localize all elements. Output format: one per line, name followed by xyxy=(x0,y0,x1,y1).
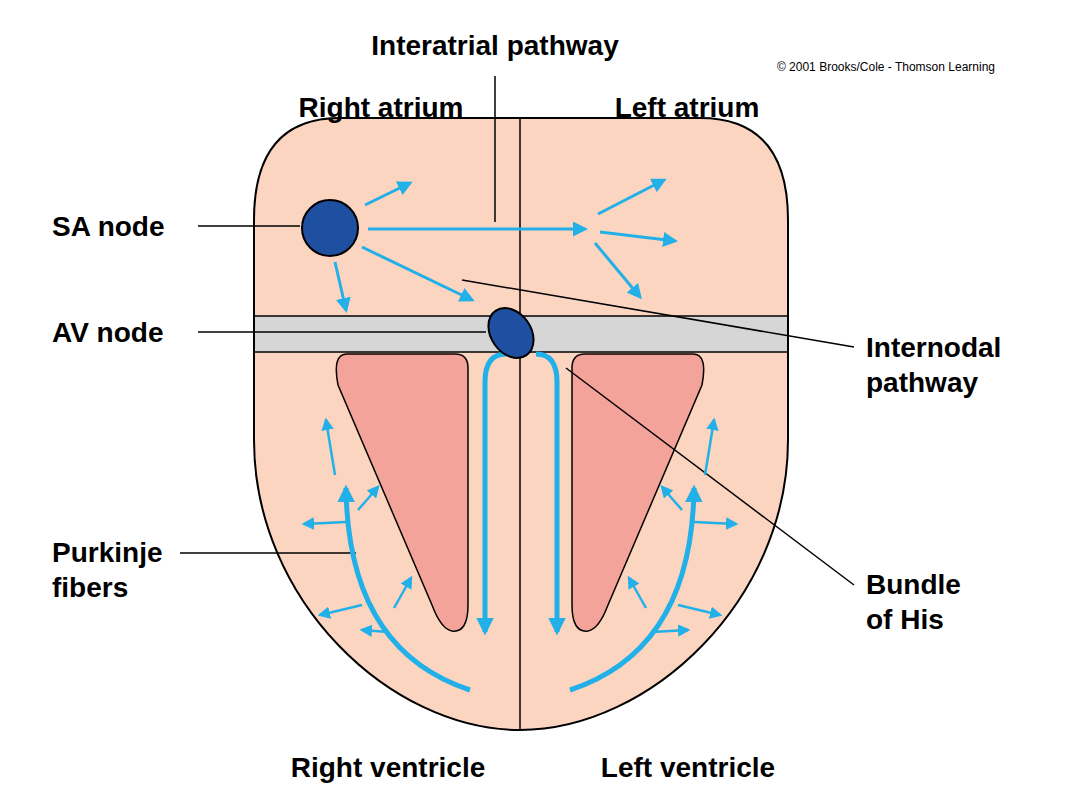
chamber-label: Left ventricle xyxy=(601,750,775,785)
fiber-label: Purkinje fibers xyxy=(52,535,202,605)
leader-lines xyxy=(180,76,854,585)
av-node xyxy=(479,299,543,366)
purkinje-arrows xyxy=(304,420,736,632)
chamber-label: Right atrium xyxy=(299,90,464,125)
pathway-label: Internodal pathway xyxy=(866,330,1056,400)
copyright-note: © 2001 Brooks/Cole - Thomson Learning xyxy=(777,60,995,74)
bundle-label: Bundle of His xyxy=(866,567,984,637)
chamber-label: Left atrium xyxy=(615,90,760,125)
sa-node xyxy=(302,200,358,256)
ventricle-cavity xyxy=(336,354,468,631)
septum-line xyxy=(519,118,521,316)
node-label: AV node xyxy=(52,315,163,350)
conduction-arrows xyxy=(335,180,675,310)
pathway-label: Interatrial pathway xyxy=(371,28,618,63)
bundle-branches xyxy=(346,354,694,690)
heart-outline-stroke xyxy=(254,118,788,730)
node-label: SA node xyxy=(52,209,165,244)
ventricle-cavity xyxy=(572,354,704,631)
chamber-label: Right ventricle xyxy=(291,750,485,785)
heart-outline xyxy=(254,118,788,730)
septum-line xyxy=(519,352,521,730)
